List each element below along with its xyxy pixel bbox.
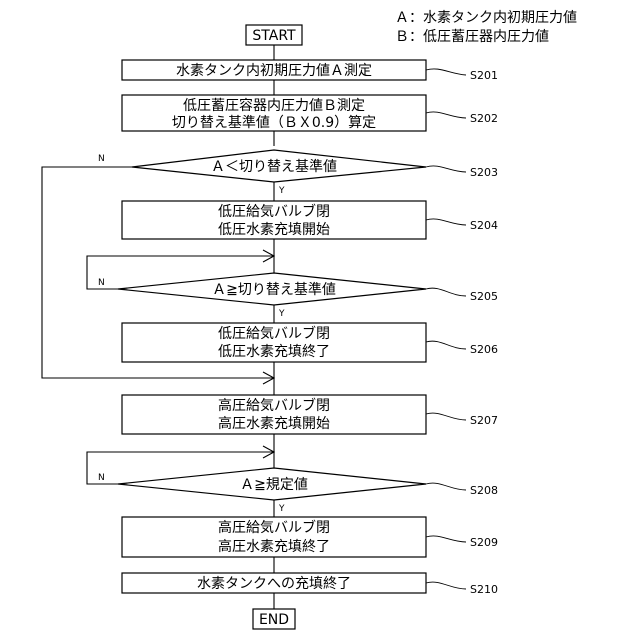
s201-leader: [426, 69, 466, 75]
s202-leader: [426, 112, 466, 118]
s209-leader: [426, 536, 466, 542]
s209-text-line2: 高圧水素充填終了: [218, 538, 330, 555]
s210-step-label: S210: [470, 583, 498, 596]
s208-step-label: S208: [470, 484, 498, 497]
s201-step-label: S201: [470, 69, 498, 82]
start-label: START: [252, 28, 296, 44]
s205-step-label: S205: [470, 290, 498, 303]
s203-text: Ａ＜切り替え基準値: [211, 158, 337, 175]
s203-no-label: N: [98, 154, 105, 164]
s205-no-label: N: [98, 278, 105, 288]
s209-text-line1: 高圧給気バルブ閉: [218, 519, 330, 536]
s210-text: 水素タンクへの充填終了: [197, 576, 351, 592]
s204-step-label: S204: [470, 219, 498, 232]
s204-text-line2: 低圧水素充填開始: [218, 222, 330, 238]
s202-text-line1: 低圧蓄圧容器内圧力値Ｂ測定: [183, 97, 365, 114]
s210-leader: [426, 582, 466, 589]
s205-leader: [426, 288, 466, 296]
s203-step-label: S203: [470, 166, 498, 179]
s205-text: Ａ≧切り替え基準値: [212, 281, 336, 298]
s208-text: Ａ≧規定値: [240, 477, 308, 493]
s203-yes-label: Y: [278, 186, 285, 196]
legend-line-b: Ｂ：低圧蓄圧器内圧力値: [395, 29, 549, 45]
s209-step-label: S209: [470, 536, 498, 549]
s206-text-line1: 低圧給気バルブ閉: [218, 325, 330, 342]
s206-step-label: S206: [470, 343, 498, 356]
s206-text-line2: 低圧水素充填終了: [218, 344, 330, 360]
s205-yes-label: Y: [278, 309, 285, 319]
s208-no-label: N: [98, 473, 105, 483]
s208-leader: [426, 483, 466, 490]
s204-text-line1: 低圧給気バルブ閉: [218, 203, 330, 220]
s203-leader: [426, 166, 466, 172]
legend-line-a: Ａ：水素タンク内初期圧力値: [395, 9, 577, 26]
s207-step-label: S207: [470, 414, 498, 427]
end-label: END: [259, 612, 289, 628]
s206-leader: [426, 341, 466, 349]
s202-text-line2: 切り替え基準値（ＢＸ0.9）算定: [172, 114, 376, 131]
s201-text: 水素タンク内初期圧力値Ａ測定: [176, 62, 372, 79]
s207-text-line2: 高圧水素充填開始: [218, 415, 330, 432]
s204-leader: [426, 219, 466, 225]
s208-yes-label: Y: [278, 504, 285, 514]
s202-step-label: S202: [470, 112, 498, 125]
s207-text-line1: 高圧給気バルブ閉: [218, 397, 330, 414]
s207-leader: [426, 413, 466, 420]
